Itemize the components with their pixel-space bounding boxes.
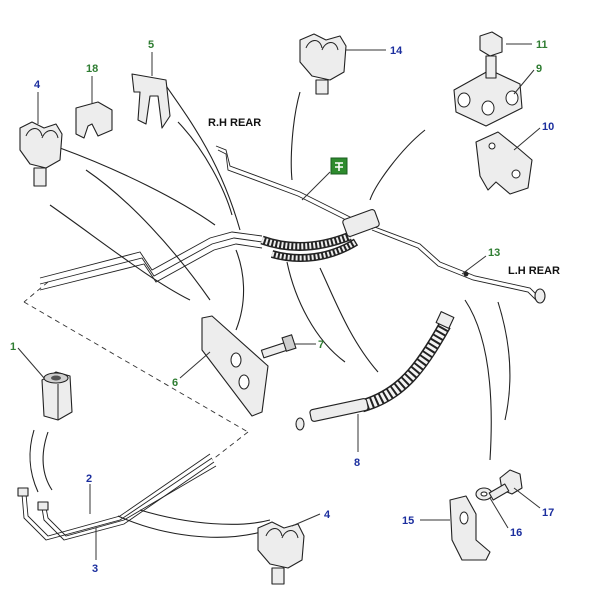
callout-7: 7 [318,339,324,351]
note-info-icon[interactable] [330,157,348,175]
callout-numbers: 4 18 5 14 11 9 10 13 6 7 8 1 2 3 4 15 16… [10,39,554,575]
callout-10: 10 [542,121,554,133]
pipe-support-bracket [449,495,491,561]
perspective-curves [29,79,511,538]
dashed-boundary-bottom [211,431,249,461]
support-bracket-bolt [488,469,523,501]
callout-9: 9 [536,63,542,75]
bracket-bolt [260,334,297,359]
callout-4-lower: 4 [324,509,331,521]
lh-rear-pipe [371,225,546,304]
rigid-brake-pipe-run [39,231,263,291]
washer [475,487,493,501]
brake-pipe-tee-union [453,69,523,127]
callout-17: 17 [542,507,554,519]
callout-14: 14 [390,45,403,57]
dashed-boundary-diagonal [23,301,249,433]
rh-rear-label: R.H REAR [208,117,261,129]
pipe-retaining-clip [75,101,113,139]
callout-3: 3 [92,563,98,575]
axle-flexible-hose [260,209,380,262]
union-mounting-bolt [479,31,503,79]
union-bracket [475,131,533,195]
callout-4-upper: 4 [34,79,41,91]
lower-brake-pipes [17,453,217,541]
callout-1: 1 [10,341,16,353]
hex-union-nut [41,371,73,421]
callout-6: 6 [172,377,178,389]
callout-18: 18 [86,63,98,75]
callout-leaders [17,43,541,560]
callout-11: 11 [536,39,548,51]
pipe-clip-lower [257,521,305,585]
callout-5: 5 [148,39,154,51]
callout-15: 15 [402,515,414,527]
lh-rear-label: L.H REAR [508,265,560,277]
mounting-bracket [201,315,269,417]
pipe-bracket-clip [131,73,171,129]
pipe-clip-upper [19,121,63,187]
callout-8: 8 [354,457,360,469]
callout-13: 13 [488,247,500,259]
rh-rear-pipe [215,145,353,219]
dashed-boundary-top [23,281,49,303]
flexible-brake-hose [295,311,455,431]
pipe-clip-top [299,33,347,95]
callout-2: 2 [86,473,92,485]
callout-16: 16 [510,527,522,539]
